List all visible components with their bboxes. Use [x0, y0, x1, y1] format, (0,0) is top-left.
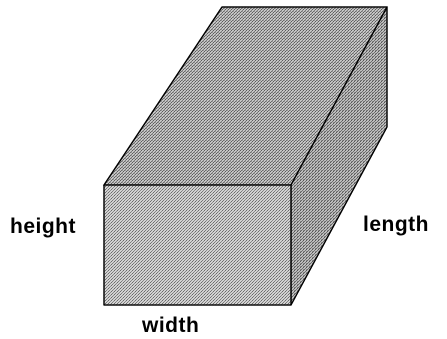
- edge-top-right: [290, 6, 388, 186]
- height-label: height: [10, 215, 76, 238]
- front-face: [103, 184, 292, 306]
- prism-edges: [103, 6, 388, 306]
- edge-top-left: [103, 6, 223, 186]
- length-label: length: [363, 213, 429, 236]
- edge-side-bottom: [290, 126, 388, 306]
- width-label: width: [142, 314, 200, 337]
